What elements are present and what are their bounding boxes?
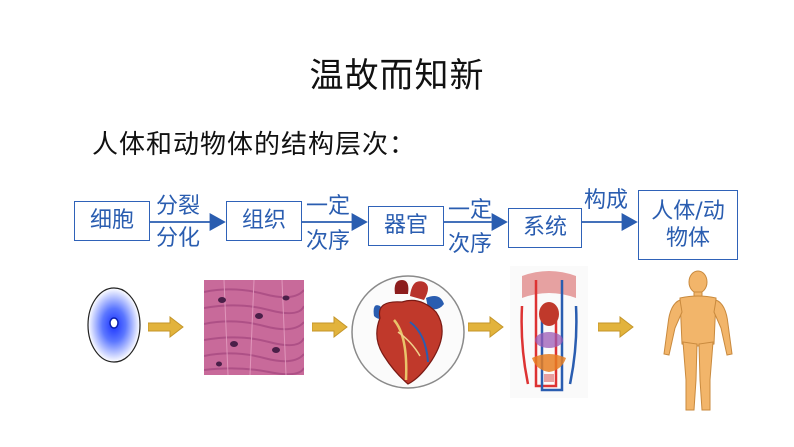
arrow-right-icon (598, 316, 634, 338)
tissue-image (204, 280, 304, 375)
stage-cell-box: 细胞 (74, 201, 150, 241)
arrow-right-icon (312, 316, 348, 338)
human-body-image (663, 270, 733, 411)
stage-organ-box: 器官 (368, 206, 444, 246)
heart-image (351, 275, 465, 389)
transition-2-top: 一定 (306, 194, 351, 219)
stage-organism-box: 人体/动物体 (638, 190, 738, 260)
circulatory-system-image (510, 266, 588, 398)
transition-4-top: 构成 (584, 188, 629, 213)
stage-tissue-box: 组织 (226, 201, 302, 241)
slide-title: 温故而知新 (309, 56, 485, 96)
transition-3-bottom: 次序 (448, 232, 493, 257)
transition-1-bottom: 分化 (156, 226, 201, 251)
arrow-right-icon (148, 316, 184, 338)
stage-system-box: 系统 (508, 208, 582, 248)
cell-image (87, 287, 141, 363)
nucleus (109, 317, 119, 329)
transition-2-bottom: 次序 (306, 229, 351, 254)
transition-3-top: 一定 (448, 198, 493, 223)
slide-subtitle: 人体和动物体的结构层次： (92, 130, 417, 160)
arrow-right-icon (468, 316, 504, 338)
transition-1-top: 分裂 (156, 194, 201, 219)
